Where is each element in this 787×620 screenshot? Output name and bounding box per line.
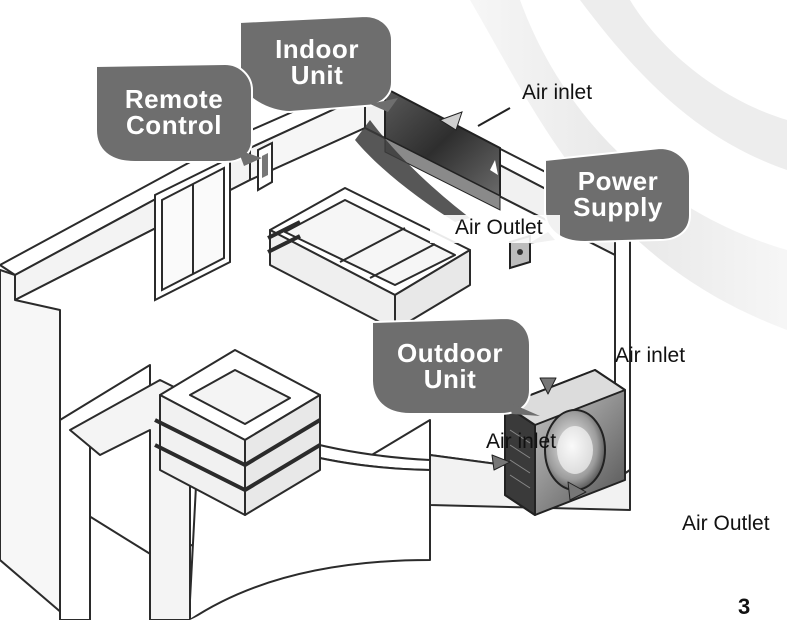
remote-control-device xyxy=(257,141,273,192)
window xyxy=(154,156,231,302)
power-supply-label: Power Supply xyxy=(552,168,684,220)
remote-control-label: Remote Control xyxy=(105,86,243,138)
remote-control-line1: Remote xyxy=(124,84,224,114)
indoor-unit-label: Indoor Unit xyxy=(252,36,382,88)
remote-control-line2: Control xyxy=(126,110,222,140)
armchair xyxy=(154,349,322,516)
bed xyxy=(267,187,471,331)
outdoor-air-inlet-left-label: Air inlet xyxy=(486,430,557,453)
outdoor-unit-line2: Unit xyxy=(423,364,477,394)
bubble-remote-control xyxy=(95,62,262,166)
outdoor-unit-label: Outdoor Unit xyxy=(380,340,520,392)
outdoor-unit-line1: Outdoor xyxy=(396,338,504,368)
power-supply-line1: Power xyxy=(577,166,659,196)
bubble-outdoor-unit xyxy=(371,316,540,416)
indoor-unit-line2: Unit xyxy=(290,60,344,90)
power-supply-line2: Supply xyxy=(573,192,663,222)
outdoor-air-outlet-label: Air Outlet xyxy=(682,512,770,535)
indoor-air-inlet-label: Air inlet xyxy=(522,81,593,104)
outdoor-air-inlet-right-label: Air inlet xyxy=(615,344,686,367)
indoor-unit-line1: Indoor xyxy=(275,34,359,64)
outdoor-unit-device xyxy=(491,369,626,516)
label-backdrop xyxy=(430,215,560,243)
indoor-air-outlet-label: Air Outlet xyxy=(455,216,543,239)
indoor-unit-device xyxy=(355,86,511,222)
page-number: 3 xyxy=(738,594,751,619)
bubble-indoor-unit xyxy=(239,14,398,114)
